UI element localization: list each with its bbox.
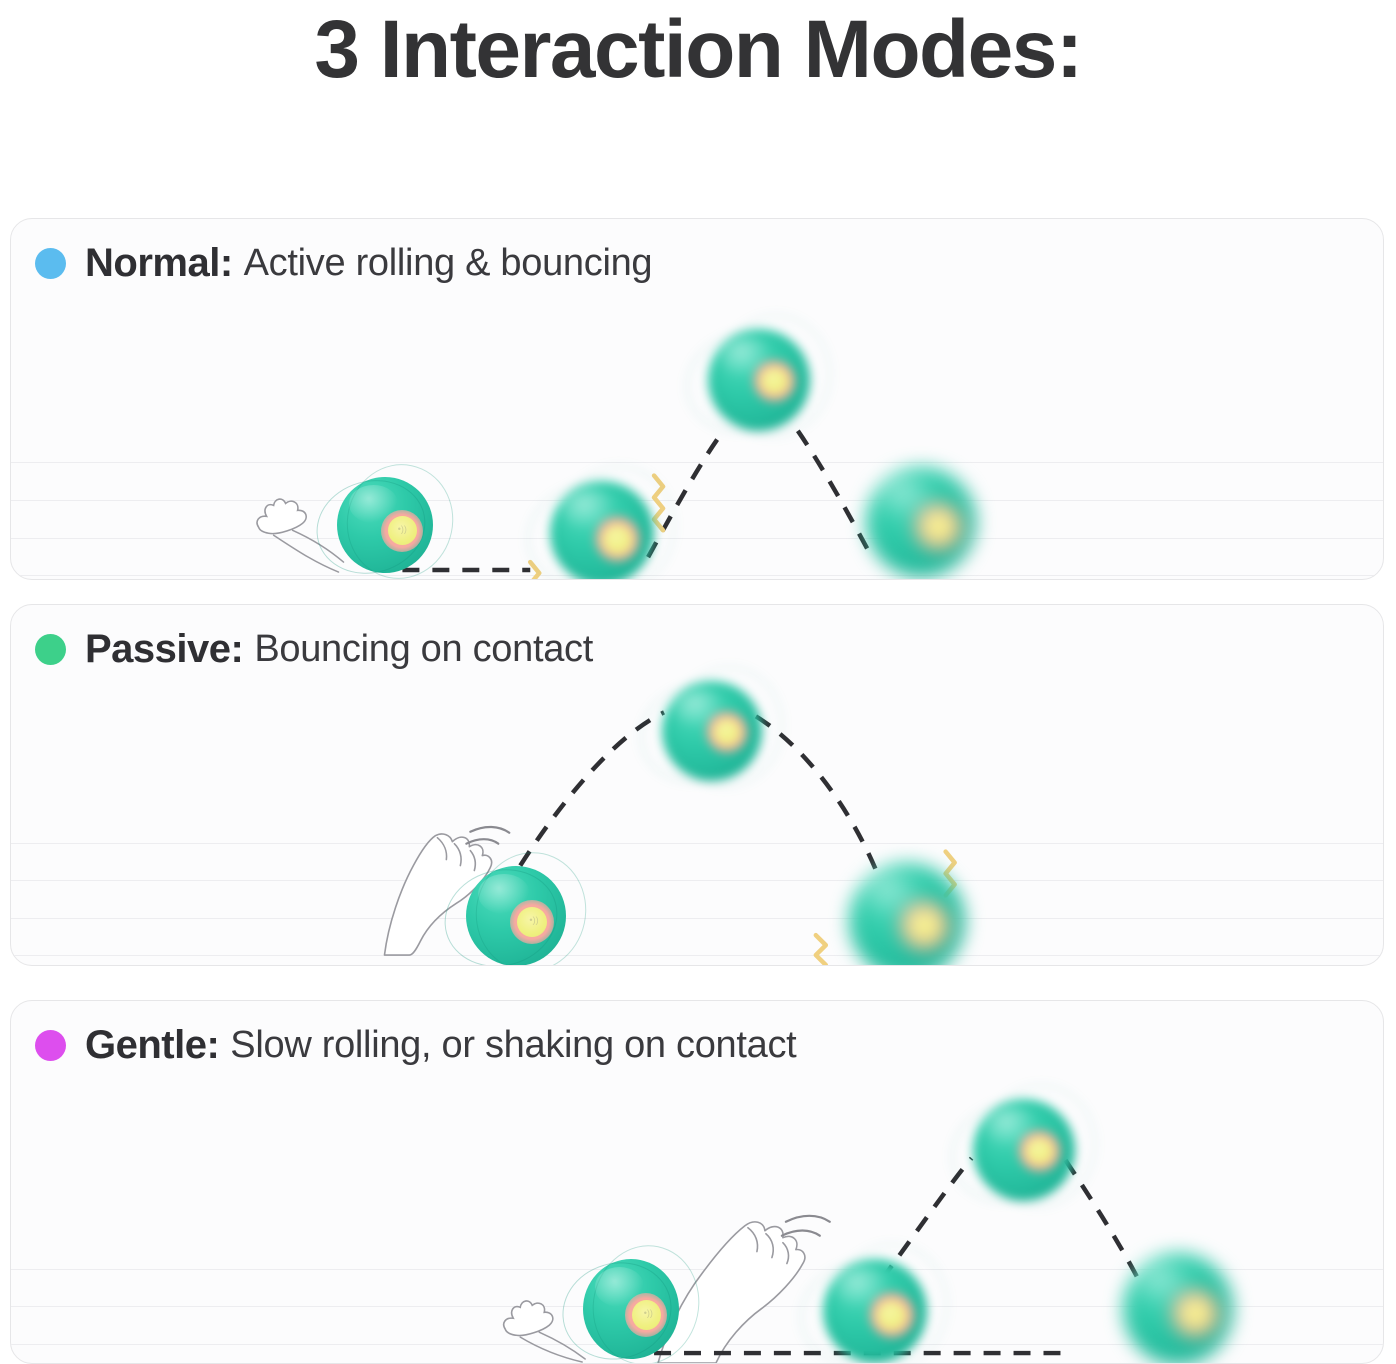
pet-ball [866,467,976,577]
mode-description: Bouncing on contact [254,628,594,670]
pet-ball: •)) [305,453,464,579]
mode-name: Gentle: [85,1023,220,1067]
status-dot-icon [35,248,66,279]
pet-ball [674,304,842,448]
guide-line [11,538,1383,539]
pet-ball: •)) [550,1235,710,1363]
mode-name: Normal: [85,241,233,285]
pet-ball [628,656,794,798]
cat-paw-icon [383,833,493,956]
guide-line [11,462,1383,463]
trajectory-path [518,710,878,871]
guide-line [11,1269,1383,1270]
pet-ball [1123,1253,1233,1363]
motion-arc-icon [780,1214,831,1237]
pet-ball: •)) [432,841,598,965]
mode-card-passive: Passive: Bouncing on contact [10,604,1384,966]
mode-description: Active rolling & bouncing [243,242,653,284]
scene-normal [256,429,874,579]
scene-gentle [502,1156,1140,1363]
guide-line [11,500,1383,501]
cat-paw-icon [256,498,307,535]
status-dot-icon [35,1030,66,1061]
mode-label-passive: Passive: Bouncing on contact [35,627,593,672]
trajectory-path [402,429,874,573]
impact-mark-icon [527,473,666,579]
guide-line [11,955,1383,956]
cat-paw-icon [502,1300,554,1337]
status-dot-icon [35,634,66,665]
pet-ball [849,863,965,965]
trajectory-path [654,1156,1140,1356]
cat-paw-icon [657,1221,806,1363]
mode-description: Slow rolling, or shaking on contact [230,1024,797,1066]
paw-motion-lines [272,529,345,573]
mode-card-normal: Normal: Active rolling & bouncing [10,218,1384,580]
mode-label-normal: Normal: Active rolling & bouncing [35,241,653,286]
mode-name: Passive: [85,627,244,671]
guide-line [11,918,1383,919]
paw-toe-lines [436,836,477,872]
mode-label-gentle: Gentle: Slow rolling, or shaking on cont… [35,1023,797,1068]
pet-ball [939,1074,1107,1218]
paw-toe-lines [747,1226,790,1265]
paw-motion-lines [519,1331,586,1363]
guide-line [11,843,1383,844]
guide-line [11,575,1383,576]
page-title: 3 Interaction Modes: [314,4,1083,95]
motion-arc-icon [465,825,511,845]
pet-ball [515,455,687,579]
pet-ball [788,1233,960,1363]
guide-line [11,880,1383,881]
mode-card-gentle: Gentle: Slow rolling, or shaking on cont… [10,1000,1384,1364]
